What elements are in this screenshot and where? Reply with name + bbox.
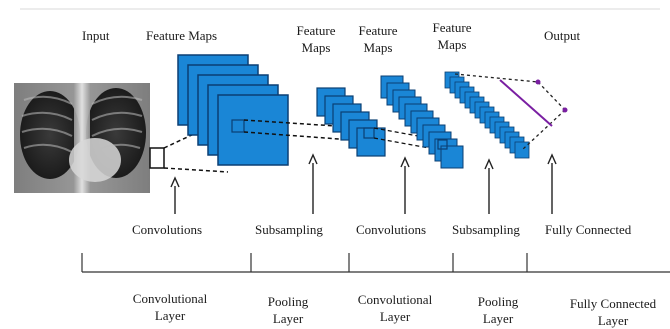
feature-maps-1 (177, 54, 289, 166)
fm2-patch (363, 127, 375, 139)
label-op-subsampling-2: Subsampling (452, 222, 520, 237)
label-op-convolutions-1: Convolutions (132, 222, 203, 237)
arrow-head-2 (308, 153, 318, 165)
label-op-convolutions-2: Convolutions (356, 222, 427, 237)
fm3-map-11 (440, 145, 464, 169)
fm4-map-15 (514, 141, 530, 159)
fm3-patch (437, 139, 448, 150)
label-input: Input (82, 28, 110, 43)
fully-connected-lines (454, 73, 568, 151)
fm1-patch (231, 119, 245, 133)
label-output: Output (544, 28, 581, 43)
arrow-head-3 (400, 156, 410, 168)
arrow-head-4 (484, 158, 494, 170)
arrow-head-1 (170, 176, 180, 188)
fm1-map-5 (217, 94, 289, 166)
arrow-head-5 (547, 153, 557, 165)
fm2-map-6 (356, 127, 386, 157)
label-op-subsampling-1: Subsampling (255, 222, 323, 237)
layer-bracket (81, 253, 670, 273)
feature-maps-4 (444, 71, 530, 159)
input-xray-image (14, 83, 165, 193)
label-op-fully-connected: Fully Connected (545, 222, 632, 237)
operation-arrows (170, 153, 557, 214)
feature-maps-2 (316, 87, 386, 157)
label-feature-maps-1: Feature Maps (146, 28, 218, 43)
